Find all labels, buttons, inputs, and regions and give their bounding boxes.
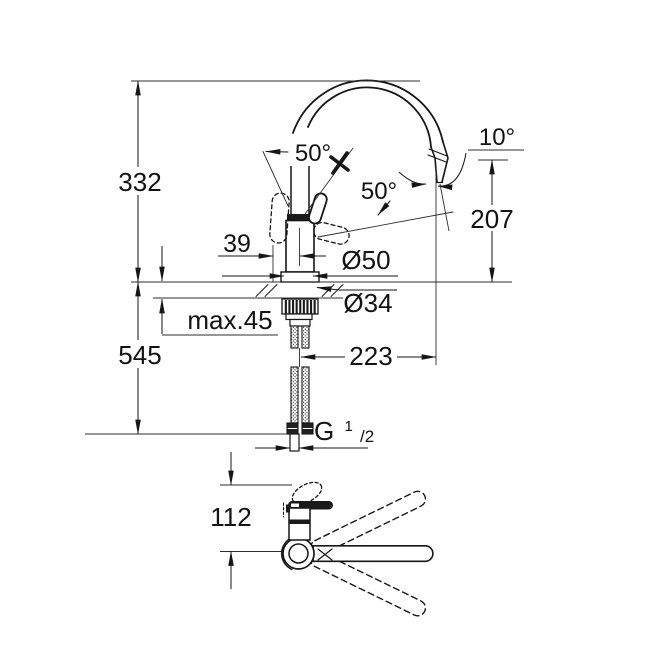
dim-o34-leader xyxy=(316,286,397,292)
angle50b-ray xyxy=(317,211,454,238)
dim-10deg-arc-left xyxy=(398,171,427,188)
spout-outlet xyxy=(427,141,449,184)
dimension-labels: 332 545 39 max.45 Ø50 Ø34 223 207 50° 50… xyxy=(118,124,515,532)
thread-denominator: /2 xyxy=(360,427,374,446)
label-outlet-angle: 10° xyxy=(479,124,515,151)
faucet-body xyxy=(285,219,315,273)
thread-letter: G xyxy=(314,416,334,446)
pivot-x-mark xyxy=(317,548,333,561)
label-body-diameter: Ø50 xyxy=(341,245,390,275)
faucet-top-view xyxy=(280,481,434,617)
swivel-arm-dashed-lower xyxy=(309,551,427,617)
swivel-bearing-inner xyxy=(288,543,309,564)
thread-nipple xyxy=(289,433,300,452)
label-connection-thread: G 1 /2 xyxy=(314,407,374,446)
label-hole-diameter: Ø34 xyxy=(343,288,392,318)
supply-hose-right xyxy=(301,325,310,349)
base-flange xyxy=(280,271,320,283)
label-swivel-offset: 112 xyxy=(210,502,251,532)
deck-hatching xyxy=(255,284,344,297)
angle50b-arrow xyxy=(377,200,391,216)
label-outlet-clearance: 207 xyxy=(470,204,513,234)
spout-outer-arc xyxy=(292,79,444,143)
spout-inner-arc xyxy=(307,86,432,148)
body-band-topview xyxy=(289,519,310,524)
angle50-ray-left xyxy=(262,151,289,207)
label-handle-swing-angle: 50° xyxy=(361,178,397,205)
angle50-ray-right xyxy=(304,147,354,215)
body-cap xyxy=(287,214,313,221)
dim-10deg-arc-right xyxy=(437,152,467,191)
lever-handle xyxy=(308,192,328,225)
outlet-slant-line xyxy=(439,183,450,232)
label-handle-offset: 39 xyxy=(223,230,251,258)
label-spout-height: 332 xyxy=(118,167,161,197)
angle50-cross-mark xyxy=(329,151,350,175)
thread-numerator: 1 xyxy=(344,418,352,435)
label-spout-reach: 223 xyxy=(349,341,392,371)
lever-knob-dashed-topview xyxy=(291,481,323,505)
angle50-arrow-left xyxy=(265,149,289,155)
angle-annotations xyxy=(262,147,454,238)
label-handle-lift-angle: 50° xyxy=(295,140,331,167)
faucet-front-view xyxy=(255,79,449,452)
escutcheon-arc xyxy=(280,536,293,571)
swivel-arm-solid xyxy=(312,545,434,563)
lever-dashed-up-position xyxy=(269,192,290,244)
mounting-nut xyxy=(281,298,319,327)
label-max-deck-thickness: max.45 xyxy=(187,305,272,335)
supply-hose-left xyxy=(290,325,299,349)
swivel-arm-dashed-upper xyxy=(309,490,427,556)
label-total-height: 545 xyxy=(118,340,161,370)
supply-hoses xyxy=(286,325,314,452)
lever-dashed-down-position xyxy=(313,221,350,245)
riser-pipe xyxy=(290,165,310,215)
label-backgrounds xyxy=(114,141,518,529)
